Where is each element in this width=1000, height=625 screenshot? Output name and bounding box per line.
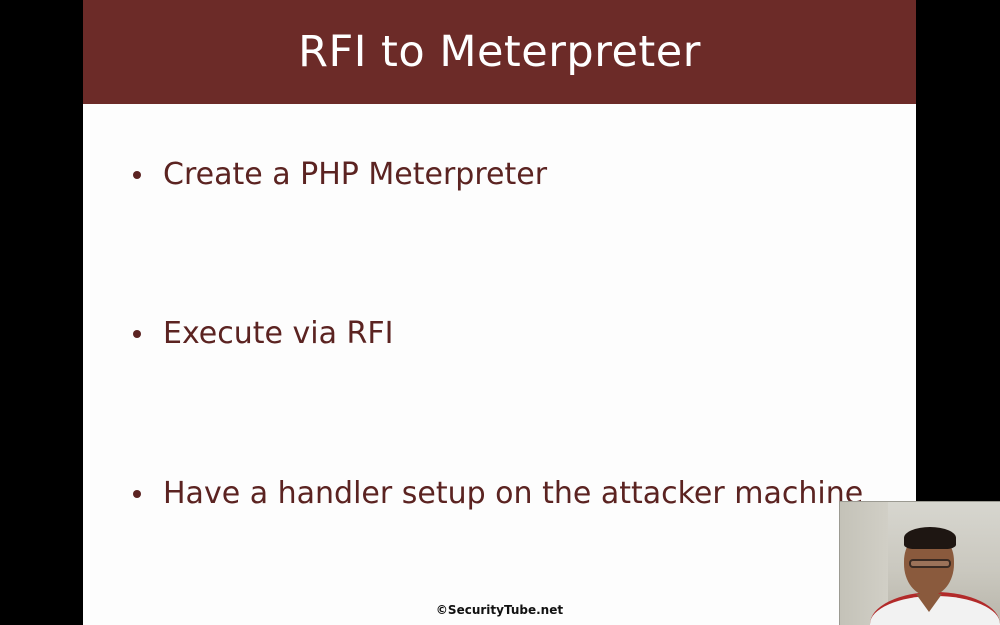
slide-title-bar: RFI to Meterpreter: [83, 0, 916, 104]
webcam-background: [840, 502, 888, 625]
glasses-icon: [909, 559, 951, 568]
presenter-hair: [904, 527, 956, 549]
bullet-dot-icon: [133, 489, 141, 498]
presentation-slide: RFI to Meterpreter Create a PHP Meterpre…: [83, 0, 916, 625]
slide-footer-copyright: ©SecurityTube.net: [435, 603, 564, 617]
bullet-dot-icon: [133, 329, 141, 338]
bullet-dot-icon: [133, 170, 141, 179]
bullet-text: Have a handler setup on the attacker mac…: [163, 476, 864, 511]
bullet-item: Have a handler setup on the attacker mac…: [133, 476, 863, 511]
bullet-text: Execute via RFI: [163, 316, 394, 351]
bullet-item: Execute via RFI: [133, 316, 393, 351]
presenter-webcam-overlay: [839, 501, 1000, 625]
bullet-item: Create a PHP Meterpreter: [133, 157, 547, 192]
bullet-text: Create a PHP Meterpreter: [163, 157, 548, 192]
slide-title: RFI to Meterpreter: [298, 27, 701, 77]
